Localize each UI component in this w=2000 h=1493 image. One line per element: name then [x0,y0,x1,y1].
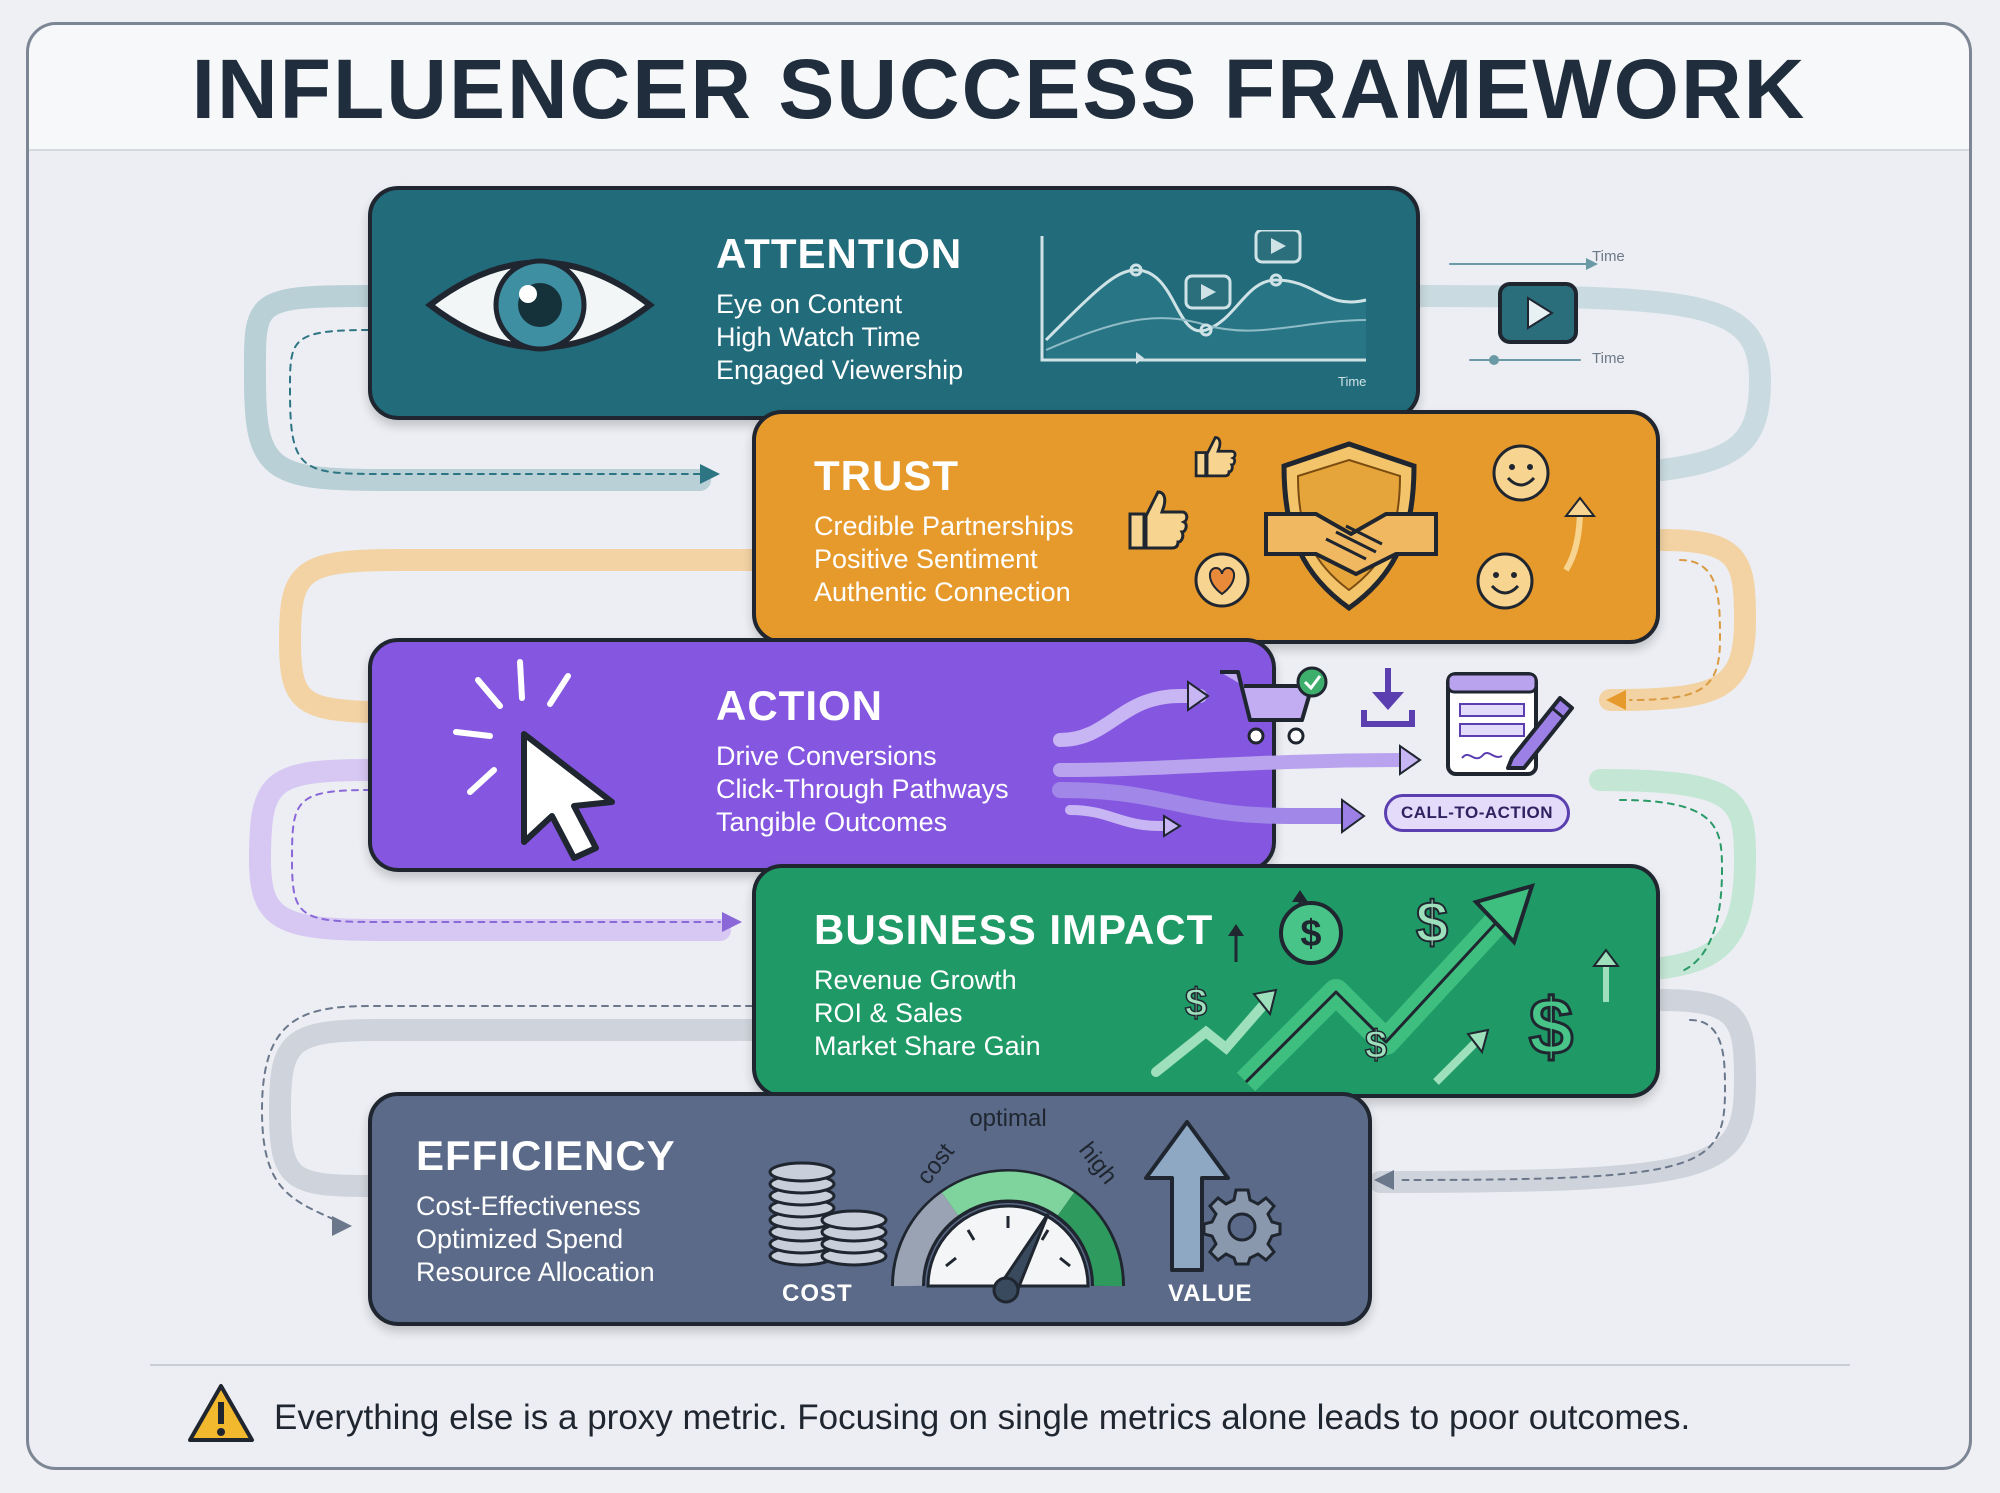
chart-axis-label: Time [1338,374,1367,389]
coins-icon [768,1161,888,1267]
svg-text:$: $ [1416,890,1448,955]
stage-item: Tangible Outcomes [716,807,948,837]
stage-items-attention: Eye on Content High Watch Time Engaged V… [716,288,963,387]
svg-text:$: $ [1365,1023,1387,1067]
handshake-icon [1264,512,1438,577]
stage-title-trust: TRUST [814,452,959,499]
dollar-icon: $ [1527,981,1575,1071]
stage-card-business-impact: BUSINESS IMPACT Revenue Growth ROI & Sal… [752,864,1660,1098]
footer-divider [150,1364,1850,1366]
svg-text:$: $ [1529,982,1574,1070]
svg-text:$: $ [1300,913,1321,955]
stage-item: Authentic Connection [814,577,1071,607]
smiley-icon [1492,444,1550,502]
action-flow-arrows [1052,680,1422,838]
stage-item: Credible Partnerships [814,511,1074,541]
stage-title-action: ACTION [716,682,883,729]
dollar-icon: $ [1415,889,1449,956]
arrow-up-icon [1563,496,1597,572]
stage-item: Cost-Effectiveness [416,1191,641,1221]
stage-items-efficiency: Cost-Effectiveness Optimized Spend Resou… [416,1190,655,1289]
thumbs-up-icon [1128,490,1189,550]
smiley-icon [1476,552,1534,610]
stage-items-action: Drive Conversions Click-Through Pathways… [716,740,1009,839]
gauge-label-low: cost [911,1138,960,1190]
dollar-icon: $ [1184,980,1208,1026]
stage-card-action: ACTION Drive Conversions Click-Through P… [368,638,1276,872]
pencil-icon [1506,696,1574,770]
thumbs-up-icon [1194,436,1237,478]
stage-item: Positive Sentiment [814,544,1038,574]
stage-item: Resource Allocation [416,1257,655,1287]
stage-item: ROI & Sales [814,998,963,1028]
svg-text:$: $ [1185,981,1207,1025]
cursor-icon [453,659,615,861]
play-icon [1498,282,1578,344]
arrow-up-icon [1144,1120,1230,1272]
title-band: INFLUENCER SUCCESS FRAMEWORK [29,25,1969,151]
stage-item: Drive Conversions [716,741,937,771]
stage-items-business-impact: Revenue Growth ROI & Sales Market Share … [814,964,1041,1063]
stage-item: Click-Through Pathways [716,774,1009,804]
stage-item: Optimized Spend [416,1224,624,1254]
gauge-arc-labels: cost optimal high [911,1105,1122,1190]
page-title: INFLUENCER SUCCESS FRAMEWORK [191,42,1807,136]
stage-items-trust: Credible Partnerships Positive Sentiment… [814,510,1074,609]
trend-up-icon [1151,883,1620,1092]
dollar-icon: $ [1279,901,1343,965]
dollar-icon: $ [1364,1022,1388,1068]
eye-icon [425,258,655,352]
stage-item: Revenue Growth [814,965,1017,995]
stage-title-attention: ATTENTION [716,230,963,277]
download-icon [1361,668,1415,727]
stage-title-business-impact: BUSINESS IMPACT [814,906,1214,953]
timeline-label-bottom: Time [1592,350,1625,367]
form-icon [1446,672,1538,776]
stage-item: High Watch Time [716,322,921,352]
stage-item: Market Share Gain [814,1031,1041,1061]
cart-icon [1220,666,1328,745]
stage-card-efficiency: EFFICIENCY Cost-Effectiveness Optimized … [368,1092,1372,1326]
stage-card-attention: ATTENTION Eye on Content High Watch Time… [368,186,1420,420]
timeline-label-top: Time [1592,248,1625,265]
gauge-icon [891,1169,1125,1304]
gauge-label-mid: optimal [969,1105,1046,1132]
stage-item: Eye on Content [716,289,903,319]
stage-title-efficiency: EFFICIENCY [416,1132,676,1179]
value-label: VALUE [1168,1280,1253,1307]
heart-icon [1194,552,1250,608]
cost-label: COST [782,1280,853,1307]
footer-note: Everything else is a proxy metric. Focus… [274,1398,1691,1437]
warning-icon [188,1384,254,1442]
stage-card-trust: TRUST Credible Partnerships Positive Sen… [752,410,1660,644]
gear-icon [1202,1188,1282,1266]
line-chart-icon [1040,230,1367,364]
stage-item: Engaged Viewership [716,355,964,385]
gauge-label-high: high [1073,1137,1122,1189]
call-to-action-button[interactable]: CALL-TO-ACTION [1384,794,1570,832]
